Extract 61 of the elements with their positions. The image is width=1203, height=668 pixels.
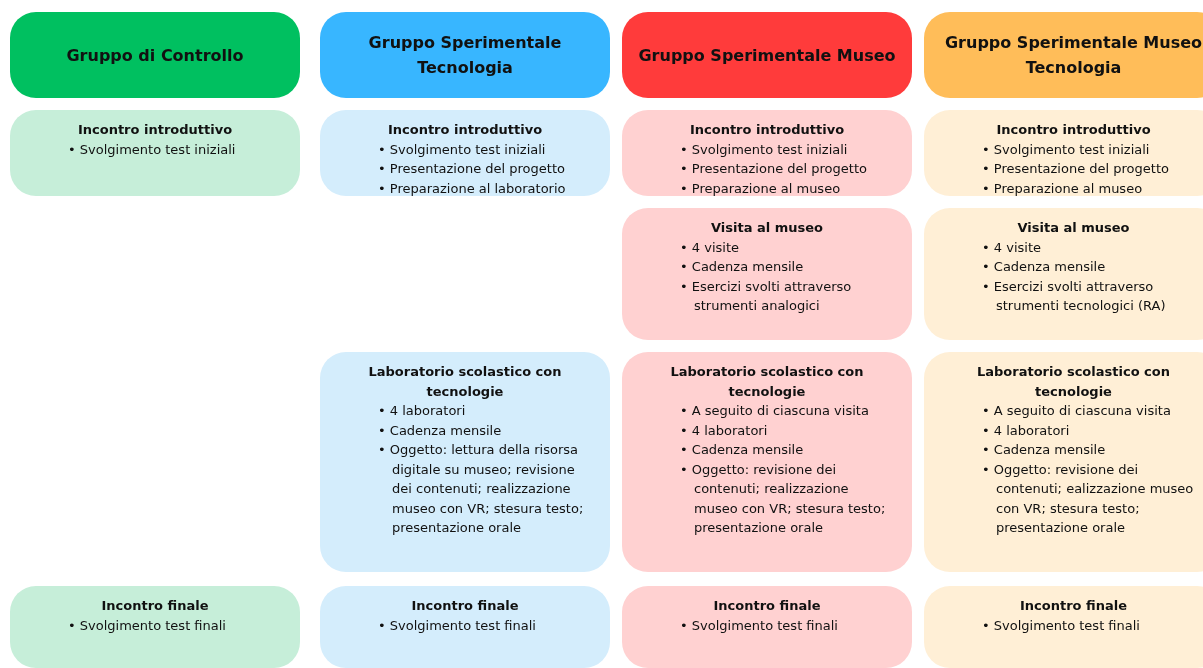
stage-card	[10, 110, 300, 196]
bullet-item: • Esercizi svolti attraverso strumenti analogici	[679, 277, 853, 315]
bullet-item: • Svolgimento test finali	[981, 616, 1141, 635]
card-heading: Visita al museo	[709, 219, 824, 237]
bullet-item: • 4 laboratori	[377, 402, 467, 420]
stage-card	[622, 352, 912, 572]
bullet-item: • Oggetto: lettura della risorsa digitale su museo; revisione dei contenuti; realizzazione museo con VR; stesura testo; presentazione orale	[377, 441, 585, 537]
bullet-item: • Esercizi svolti attraverso strumenti tecnologici (RA)	[981, 277, 1167, 315]
bullet-item: • 4 visite	[981, 238, 1042, 257]
stage-card	[924, 352, 1203, 572]
stage-card	[622, 110, 912, 196]
bullet-item: • A seguito di ciascuna visita	[679, 402, 870, 420]
stage-card	[622, 586, 912, 668]
bullet-item: • Cadenza mensile	[377, 421, 503, 440]
bullet-item: • Cadenza mensile	[981, 441, 1107, 459]
bullet-item: • Svolgimento test iniziali	[679, 140, 849, 159]
card-heading: Laboratorio scolastico con tecnologie	[669, 363, 865, 401]
card-heading: Incontro finale	[1019, 597, 1128, 615]
stage-card	[924, 586, 1203, 668]
group-header: Gruppo Sperimentale Museo	[622, 12, 912, 98]
bullet-item: • Oggetto: revisione dei contenuti; ealizzazione museo con VR; stesura testo; presentazione orale	[981, 460, 1195, 537]
group-header: Gruppo Sperimentale Tecnologia	[320, 12, 610, 98]
bullet-item: • Cadenza mensile	[679, 441, 805, 459]
bullet-item: • Svolgimento test finali	[377, 616, 537, 635]
bullet-item: • 4 visite	[679, 238, 740, 257]
stage-card	[320, 352, 610, 572]
group-header: Gruppo di Controllo	[10, 12, 300, 98]
bullet-item: • Oggetto: revisione dei contenuti; realizzazione museo con VR; stesura testo; presentazione orale	[679, 460, 887, 537]
card-heading: Incontro finale	[712, 597, 822, 615]
bullet-item: • Svolgimento test iniziali	[981, 140, 1151, 159]
bullet-item: • Svolgimento test finali	[679, 616, 839, 635]
bullet-item: • Presentazione del progetto	[981, 160, 1170, 178]
bullet-item: • Cadenza mensile	[981, 258, 1107, 276]
card-heading: Incontro introduttivo	[995, 121, 1152, 139]
bullet-item: • Svolgimento test iniziali	[67, 140, 237, 159]
bullet-item: • 4 laboratori	[679, 421, 769, 440]
card-heading: Incontro introduttivo	[688, 121, 846, 139]
bullet-item: • Cadenza mensile	[679, 258, 805, 276]
bullet-item: • Svolgimento test finali	[67, 616, 227, 635]
stage-card	[924, 110, 1203, 196]
card-heading: Incontro finale	[410, 597, 520, 615]
card-heading: Visita al museo	[1016, 219, 1131, 237]
stage-card	[924, 208, 1203, 340]
card-heading: Incontro finale	[100, 597, 210, 615]
bullet-item: • Presentazione del progetto	[377, 160, 566, 178]
bullet-item: • Preparazione al laboratorio	[377, 179, 567, 198]
card-heading: Incontro introduttivo	[76, 121, 234, 139]
stage-card	[320, 586, 610, 668]
bullet-item: • Preparazione al museo	[679, 179, 842, 198]
stage-card	[622, 208, 912, 340]
card-heading: Laboratorio scolastico con tecnologie	[976, 363, 1171, 401]
bullet-item: • A seguito di ciascuna visita	[981, 402, 1172, 420]
group-header: Gruppo Sperimentale Museo Tecnologia	[924, 12, 1203, 98]
card-heading: Incontro introduttivo	[386, 121, 544, 139]
bullet-item: • 4 laboratori	[981, 421, 1071, 440]
bullet-item: • Svolgimento test iniziali	[377, 140, 547, 159]
bullet-item: • Presentazione del progetto	[679, 160, 868, 178]
bullet-item: • Preparazione al museo	[981, 179, 1144, 198]
stage-card	[320, 110, 610, 196]
stage-card	[10, 586, 300, 668]
card-heading: Laboratorio scolastico con tecnologie	[367, 363, 563, 401]
